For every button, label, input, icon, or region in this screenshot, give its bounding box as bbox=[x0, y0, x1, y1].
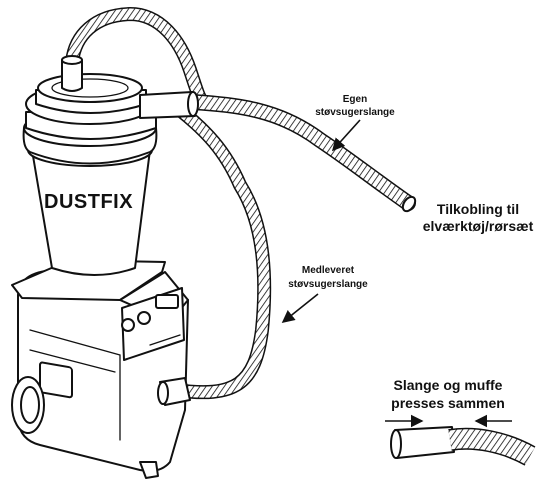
label-press-line1: Slange og muffe bbox=[394, 377, 503, 393]
label-connection: Tilkobling til elværktøj/rørsæt bbox=[423, 201, 534, 234]
label-press-line2: presses sammen bbox=[391, 395, 505, 411]
dustfix-separator: DUSTFIX bbox=[22, 55, 199, 276]
label-own-hose-line2: støvsugerslange bbox=[315, 107, 395, 118]
power-knob-icon bbox=[121, 318, 135, 332]
coupling-sleeve bbox=[394, 426, 455, 459]
separator-cap bbox=[37, 73, 143, 103]
label-connection-line2: elværktøj/rørsæt bbox=[423, 218, 534, 234]
front-vent bbox=[39, 361, 73, 399]
brand-logo: DUSTFIX bbox=[44, 191, 133, 213]
suction-knob-icon bbox=[137, 311, 151, 325]
label-supplied-hose: Medleveret støvsugerslange bbox=[281, 265, 368, 323]
front-caster bbox=[139, 461, 159, 479]
label-supplied-hose-line2: støvsugerslange bbox=[288, 279, 368, 290]
label-own-hose-line1: Egen bbox=[343, 94, 367, 105]
own-hose bbox=[184, 94, 417, 213]
detail-press-together: Slange og muffe presses sammen bbox=[385, 377, 536, 466]
sleeve-opening bbox=[390, 429, 402, 459]
vacuum-machine bbox=[11, 259, 191, 479]
label-supplied-hose-line1: Medleveret bbox=[302, 265, 355, 276]
top-outlet-pipe bbox=[61, 59, 83, 92]
side-inlet-pipe bbox=[139, 91, 196, 119]
supplied-hose bbox=[65, 6, 272, 400]
label-own-hose: Egen støvsugerslange bbox=[315, 94, 395, 152]
arrow-own-hose bbox=[331, 119, 361, 152]
label-connection-line1: Tilkobling til bbox=[437, 201, 519, 217]
hose-end-opening bbox=[401, 195, 417, 213]
arrow-supplied-hose bbox=[281, 293, 319, 323]
display-window bbox=[155, 294, 179, 309]
detail-hose bbox=[448, 429, 535, 465]
separator-bucket bbox=[31, 149, 151, 276]
